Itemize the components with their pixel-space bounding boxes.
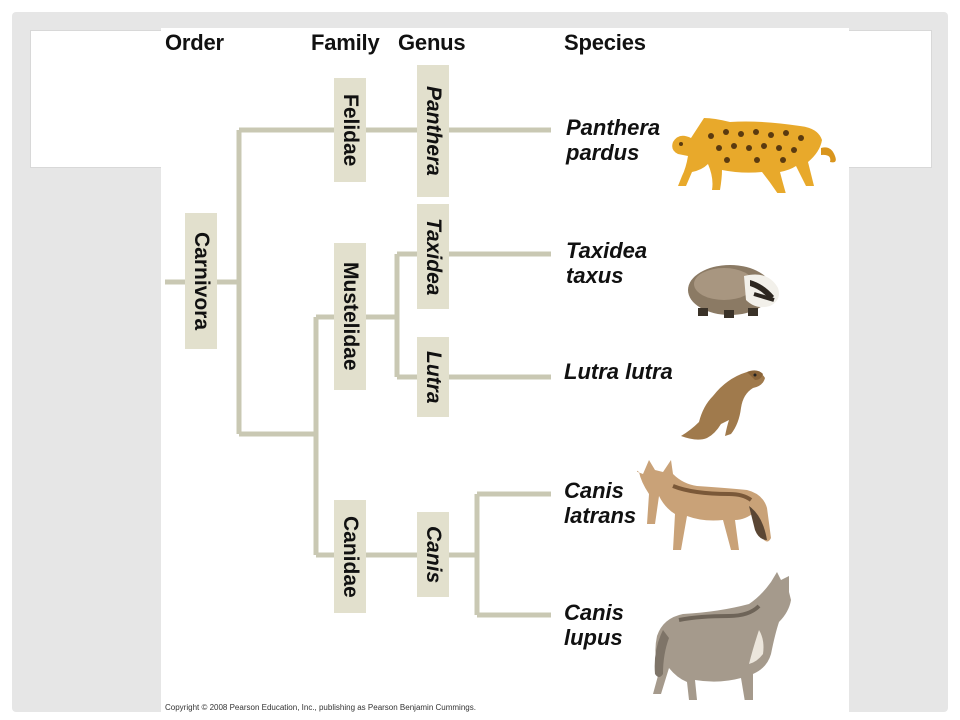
species-canis-lupus: Canis lupus — [564, 600, 624, 650]
leopard-icon — [672, 118, 836, 193]
otter-icon — [681, 370, 765, 440]
species-taxidea-taxus: Taxidea taxus — [566, 238, 648, 288]
header-species: Species — [564, 30, 646, 55]
family-mustelidae: Mustelidae — [334, 243, 366, 390]
header-order: Order — [165, 30, 224, 55]
badger-icon — [688, 265, 779, 318]
genus-panthera: Panthera — [417, 65, 449, 197]
taxonomy-figure: Order Family Genus Species Carnivora — [161, 28, 849, 716]
coyote-icon — [637, 460, 771, 550]
species-panthera-pardus: Panthera pardus — [566, 115, 661, 165]
genus-taxidea: Taxidea — [417, 204, 449, 309]
species-canis-latrans: Canis latrans — [564, 478, 637, 528]
family-canidae: Canidae — [334, 500, 366, 613]
branch-mustelidae — [366, 251, 417, 380]
branch-canis — [449, 491, 551, 618]
species-lutra-lutra: Lutra lutra — [564, 359, 673, 384]
branch-lines — [165, 127, 551, 618]
branch-order — [219, 127, 334, 437]
order-carnivora: Carnivora — [185, 213, 217, 349]
header-genus: Genus — [398, 30, 466, 55]
wolf-icon — [653, 572, 791, 700]
branch-lower — [313, 314, 334, 558]
family-felidae: Felidae — [334, 78, 366, 182]
genus-lutra: Lutra — [417, 337, 449, 417]
copyright-notice: Copyright © 2008 Pearson Education, Inc.… — [165, 703, 476, 712]
header-family: Family — [311, 30, 380, 55]
genus-canis: Canis — [417, 512, 449, 597]
